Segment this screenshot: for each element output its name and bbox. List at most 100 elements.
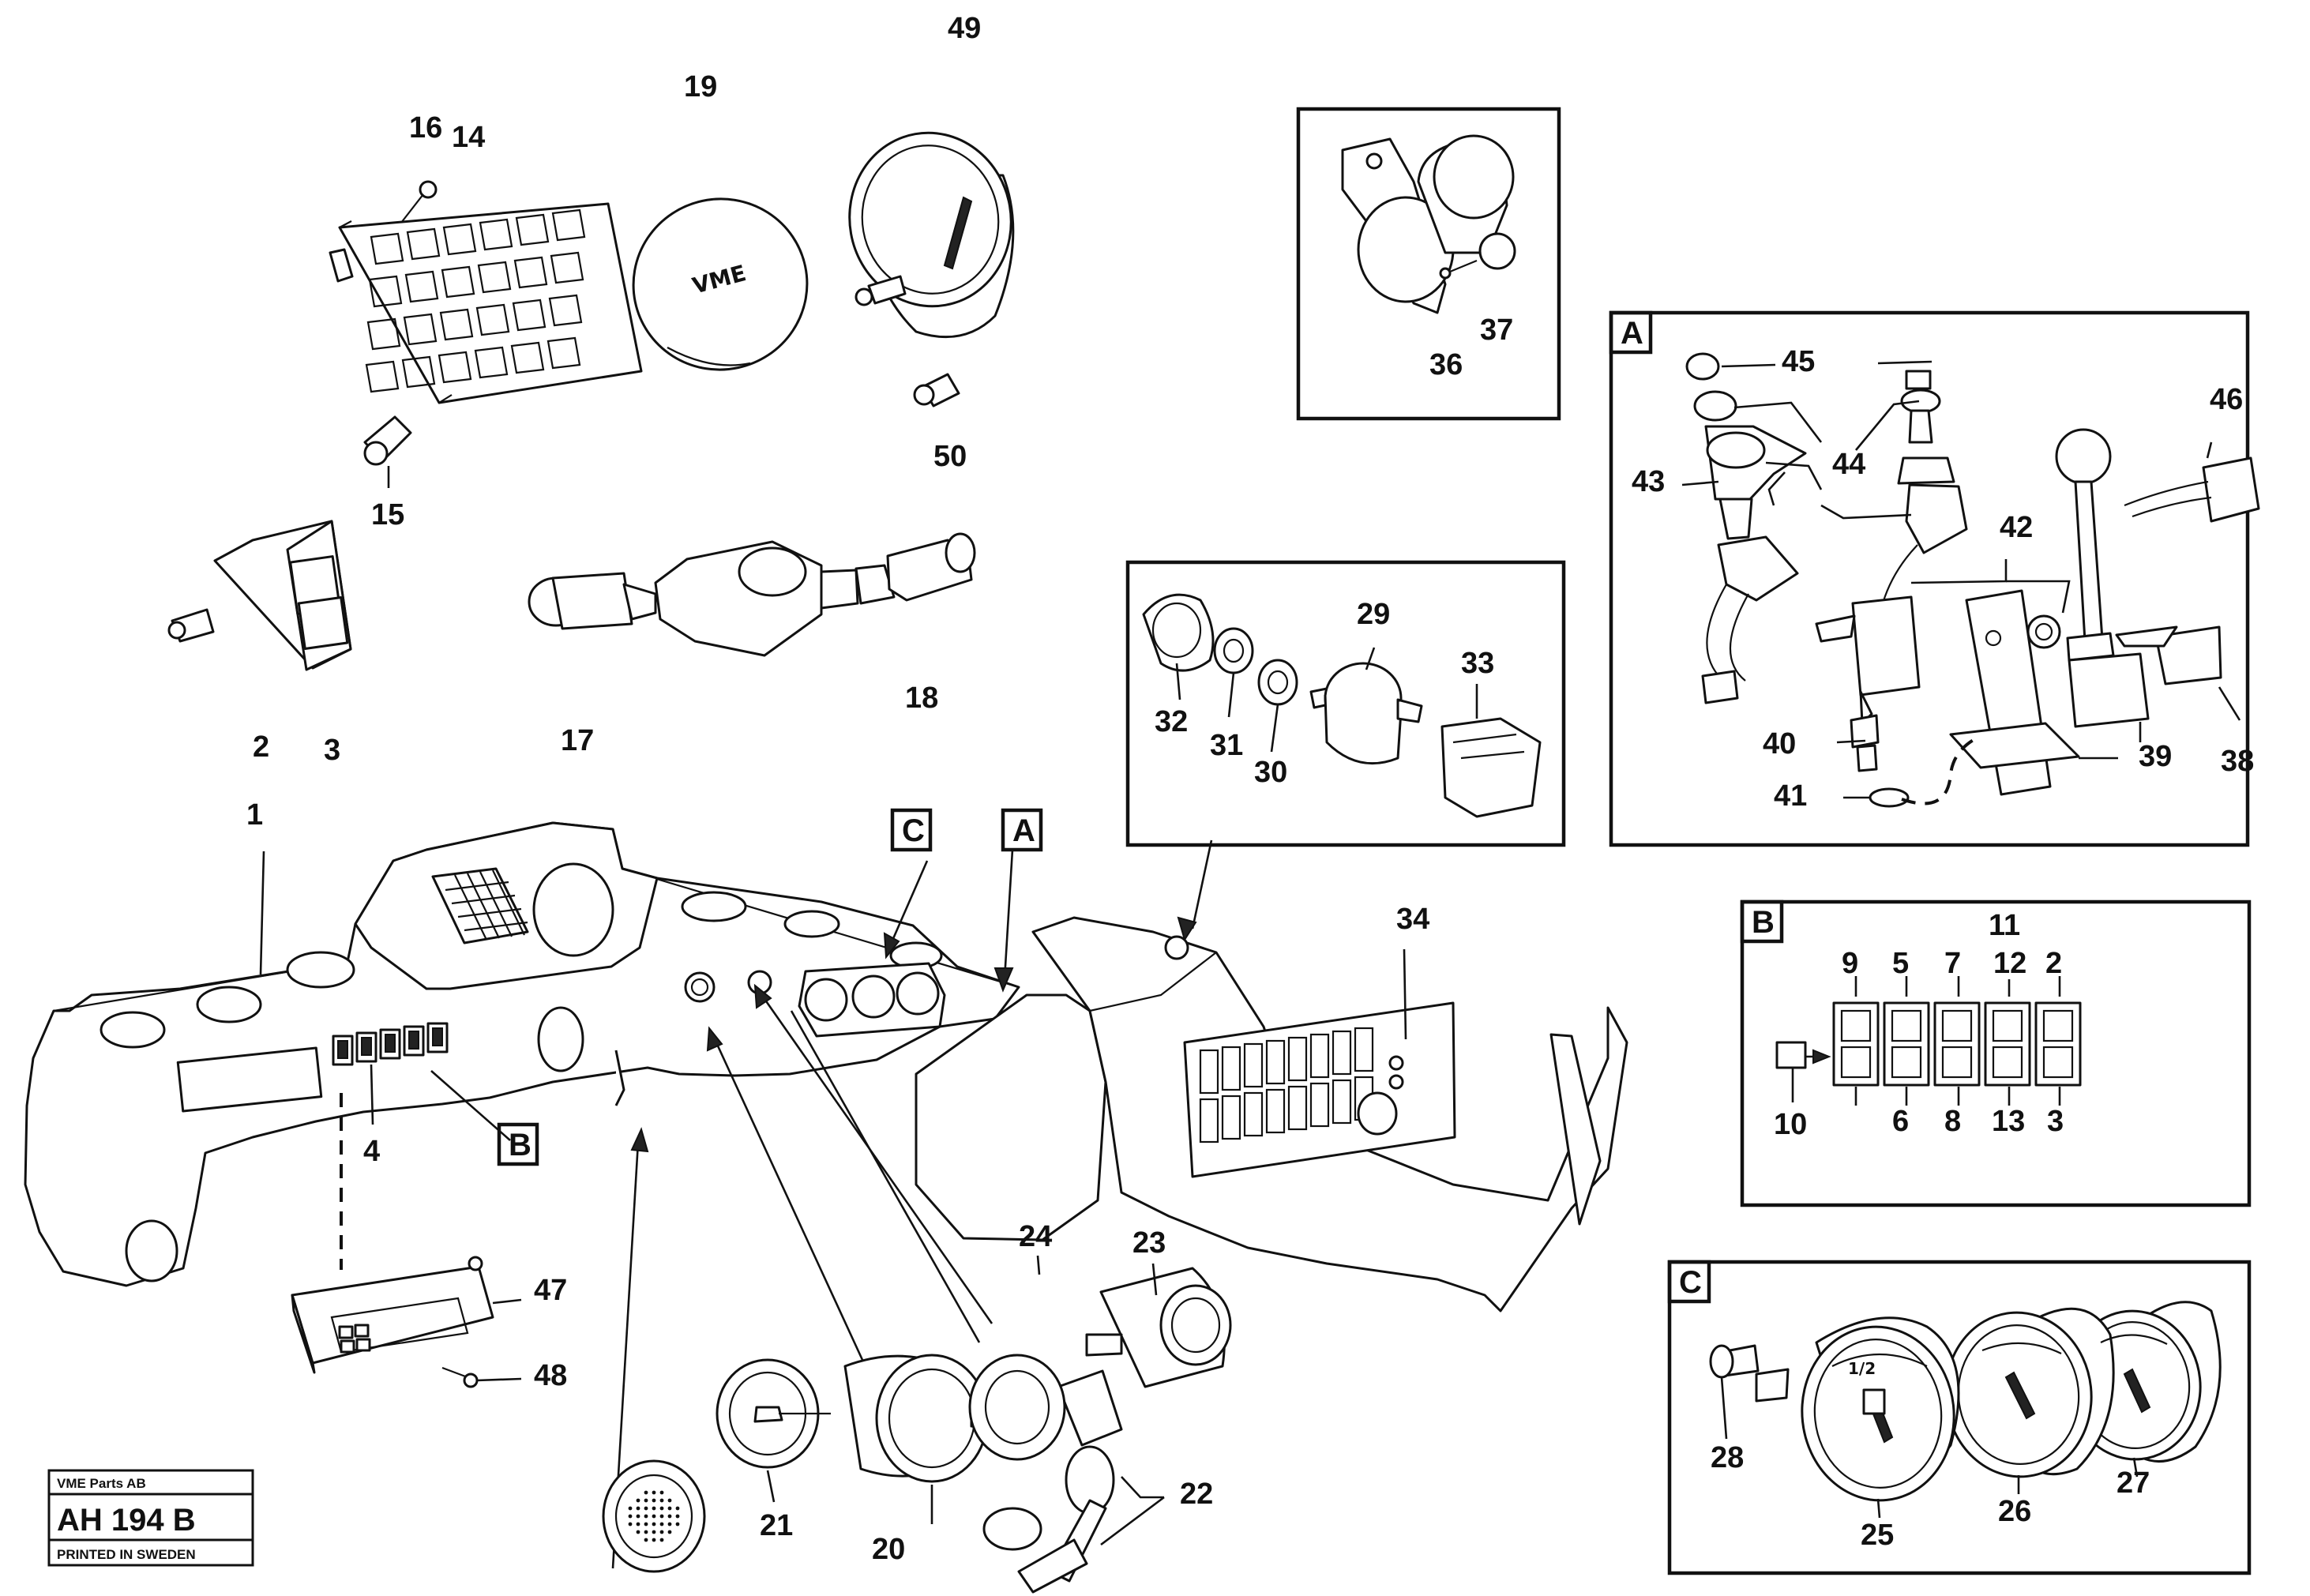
- panel-key: [1221, 1095, 1241, 1140]
- detail-c-tag-box: [1667, 1260, 1711, 1304]
- callout-c30: 30: [1254, 756, 1287, 789]
- callout-cA46: 46: [2210, 383, 2243, 416]
- callout-c18: 18: [905, 682, 938, 715]
- view-b-tag: B: [509, 1128, 531, 1162]
- display-unit-part: [291, 1256, 522, 1388]
- dash-switch-cap: [432, 1027, 443, 1046]
- speaker-hole: [667, 1506, 672, 1511]
- callout-cB8: 8: [1944, 1105, 1961, 1138]
- speaker-hole: [652, 1490, 656, 1495]
- speaker-hole: [659, 1538, 664, 1542]
- switch-bottom: [1992, 1046, 2023, 1079]
- speaker-hole: [636, 1506, 640, 1511]
- gauge-cover-part: VME: [632, 197, 809, 371]
- stamp-company: VME Parts AB: [57, 1476, 146, 1491]
- lamp-holder-part: [363, 415, 412, 488]
- key-shape: [404, 270, 439, 303]
- callout-cB13: 13: [1992, 1105, 2025, 1138]
- speaker-hole: [652, 1530, 656, 1534]
- speaker-hole: [667, 1522, 672, 1527]
- detail-b-tag-box: [1740, 899, 1784, 944]
- callout-cB2: 2: [2045, 947, 2062, 980]
- callout-c4: 4: [363, 1135, 380, 1168]
- key-shape: [406, 227, 441, 261]
- panel-key: [1199, 1098, 1219, 1143]
- callout-c22: 22: [1180, 1478, 1213, 1511]
- speaker-hole: [675, 1522, 680, 1527]
- callout-cB9: 9: [1842, 947, 1858, 980]
- detail-b-switch-row: [1832, 1001, 2082, 1087]
- key-shape: [368, 275, 403, 308]
- callout-cA38: 38: [2221, 745, 2254, 778]
- speaker-hole: [636, 1530, 640, 1534]
- callout-c14: 14: [452, 121, 485, 154]
- key-shape: [403, 313, 438, 346]
- callout-c37: 37: [1480, 314, 1513, 347]
- view-a-tag: A: [1012, 813, 1035, 848]
- detail-a-parts: [1685, 352, 2260, 808]
- key-shape: [474, 346, 509, 379]
- speaker-hole: [636, 1522, 640, 1527]
- speaker-hole: [644, 1506, 648, 1511]
- key-shape: [365, 360, 400, 393]
- panel-key: [1354, 1027, 1374, 1072]
- stalk-switch-part: [528, 532, 976, 657]
- callout-cA42: 42: [2000, 511, 2033, 544]
- dash-switch-cap: [337, 1040, 348, 1059]
- bracket-detail-frame: [1296, 107, 1561, 421]
- callout-c1: 1: [246, 798, 263, 832]
- view-c-tag: C: [902, 813, 925, 848]
- bracket-horn-part: [1341, 134, 1516, 314]
- switch-panel-part: [329, 202, 643, 404]
- callout-cC26: 26: [1998, 1495, 2031, 1528]
- callout-c36: 36: [1429, 348, 1463, 381]
- callout-c24: 24: [1019, 1220, 1052, 1253]
- detail-a-leaders: [1681, 360, 2241, 799]
- panel-key: [1221, 1046, 1241, 1091]
- speaker-hole: [652, 1498, 656, 1503]
- speaker-hole: [636, 1498, 640, 1503]
- footer-stamp: VME Parts AB AH 194 B PRINTED IN SWEDEN: [47, 1469, 254, 1567]
- key-shape: [550, 251, 584, 284]
- grid-line: [457, 907, 522, 918]
- switch-top: [1840, 1009, 1872, 1042]
- key-shape: [475, 303, 510, 336]
- callout-cA41: 41: [1774, 779, 1807, 813]
- panel-key: [1309, 1082, 1330, 1128]
- key-shape: [479, 218, 513, 251]
- key-shape: [438, 351, 472, 384]
- speaker-hole: [628, 1506, 633, 1511]
- callout-cC27: 27: [2117, 1466, 2150, 1500]
- view-b-tag-box: [497, 1122, 539, 1166]
- key-shape: [366, 317, 401, 351]
- panel-key: [1199, 1049, 1219, 1095]
- key-shape: [477, 261, 512, 294]
- callout-cA44: 44: [1832, 448, 1865, 481]
- speaker-hole: [675, 1506, 680, 1511]
- callout-c3a: 3: [324, 734, 340, 767]
- speaker-hole: [667, 1530, 672, 1534]
- speaker-hole: [659, 1530, 664, 1534]
- callout-c19: 19: [684, 70, 717, 103]
- callout-c48: 48: [534, 1359, 567, 1392]
- speaker-hole: [628, 1514, 633, 1519]
- callout-c33: 33: [1461, 647, 1494, 680]
- speaker-hole: [659, 1490, 664, 1495]
- speaker-hole: [644, 1490, 648, 1495]
- detail-c-tag: C: [1679, 1265, 1702, 1300]
- speaker-hole: [644, 1522, 648, 1527]
- screw-part: [400, 180, 438, 223]
- switch-0: [1832, 1001, 1880, 1087]
- callout-cB11: 11: [1989, 909, 2020, 942]
- speaker-hole: [659, 1522, 664, 1527]
- key-shape: [401, 355, 436, 389]
- stamp-code: AH 194 B: [57, 1503, 196, 1538]
- callout-c21: 21: [760, 1509, 793, 1542]
- dashboard-leaders: [259, 849, 1407, 1569]
- panel-key: [1265, 1039, 1286, 1085]
- detail-c-leaders: [1720, 1376, 2139, 1519]
- callout-cA39: 39: [2139, 740, 2172, 773]
- view-c-tag-box: [890, 808, 933, 852]
- panel-key: [1243, 1091, 1264, 1137]
